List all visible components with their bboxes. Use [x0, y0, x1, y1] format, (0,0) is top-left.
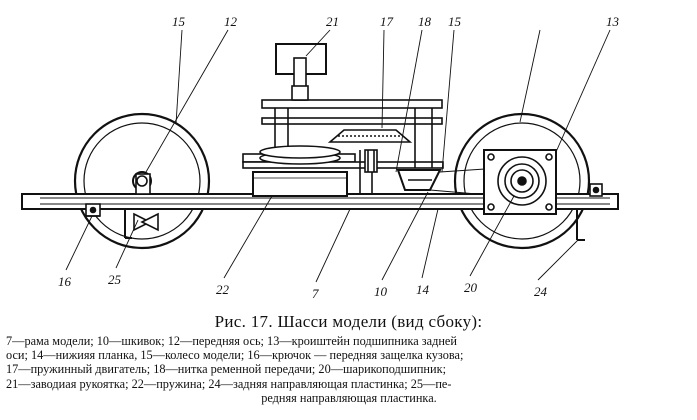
label-7: 7: [312, 286, 319, 301]
part-numbers: 15 12 21 17 18 15 13 16 25 22 7 10 14 20…: [58, 14, 620, 301]
label-22: 22: [216, 282, 230, 297]
label-20: 20: [464, 280, 478, 295]
label-16: 16: [58, 274, 72, 289]
spring-motor-gear: [259, 129, 413, 173]
label-17: 17: [380, 14, 394, 29]
legend-line: 21—заводиая рукоятка; 22—пружина; 24—зад…: [6, 376, 452, 391]
rear-bolt: [589, 183, 603, 197]
leader-lines: [65, 29, 611, 283]
rear-axle-bracket: [483, 149, 557, 215]
legend-line: 17—пружинный двигатель; 18—нитка ременно…: [6, 362, 446, 377]
label-15-front: 15: [172, 14, 186, 29]
legend-line: редняя направляющая пластинка.: [261, 390, 437, 405]
rear-guide-plate: [576, 209, 585, 241]
label-21: 21: [326, 14, 339, 29]
label-14: 14: [416, 282, 430, 297]
label-24: 24: [534, 284, 548, 299]
front-guide-plate: [124, 209, 159, 239]
front-axle-bracket: [135, 173, 151, 195]
label-13: 13: [606, 14, 620, 29]
figure-caption-title: Рис. 17. Шасси модели (вид сбоку):: [214, 312, 483, 331]
legend-line: оси; 14—нижияя планка, 15—колесо модели;…: [6, 348, 464, 363]
front-hook: [85, 203, 101, 217]
legend-line: 7—рама модели; 10—шкивок; 12—передняя ос…: [6, 334, 457, 348]
label-12: 12: [224, 14, 238, 29]
spring-housing: [252, 171, 348, 197]
figure-caption-legend: 7—рама модели; 10—шкивок; 12—передняя ос…: [6, 334, 692, 405]
label-25: 25: [108, 272, 122, 287]
label-10: 10: [374, 284, 388, 299]
pulley: [396, 169, 442, 191]
label-18: 18: [418, 14, 432, 29]
chassis-diagram: 15 12 21 17 18 15 13 16 25 22 7 10 14 20…: [21, 14, 620, 301]
label-15-rear: 15: [448, 14, 462, 29]
winding-handle: [275, 43, 327, 101]
